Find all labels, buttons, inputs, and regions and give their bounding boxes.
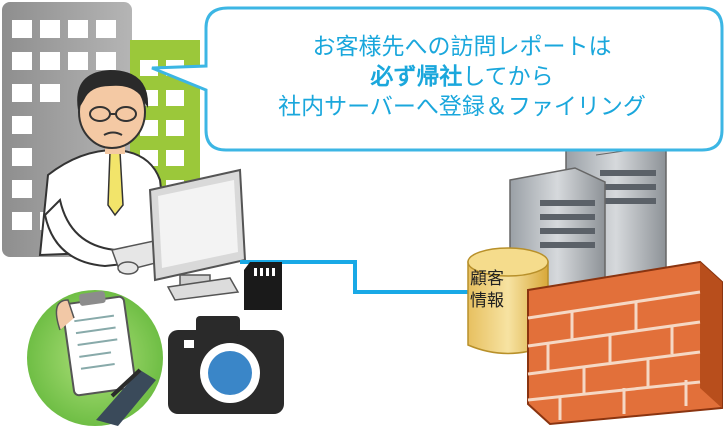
report-clipboard-icon bbox=[27, 290, 163, 426]
bubble-line-3: 社内サーバーへ登録＆ファイリング bbox=[278, 94, 646, 120]
bubble-line-1: お客様先への訪問レポートは bbox=[312, 34, 612, 60]
office-building-gray bbox=[2, 2, 132, 257]
speech-bubble-text: お客様先への訪問レポートは 必ず帰社してから 社内サーバーへ登録＆ファイリング bbox=[222, 32, 702, 122]
bubble-line-2: 必ず帰社してから bbox=[222, 62, 702, 92]
bubble-line-2-rest: してから bbox=[462, 64, 554, 90]
sd-card-icon bbox=[244, 262, 282, 310]
database-label: 顧客 情報 bbox=[470, 268, 530, 312]
firewall-icon bbox=[527, 260, 723, 426]
speech-bubble bbox=[151, 6, 724, 152]
camera-icon bbox=[168, 316, 284, 414]
computer-monitor bbox=[148, 168, 247, 301]
database-label-line-1: 顧客 bbox=[470, 269, 504, 289]
office-worker bbox=[38, 70, 170, 268]
database-label-line-2: 情報 bbox=[470, 291, 504, 311]
network-cable bbox=[240, 260, 490, 294]
bubble-emphasis: 必ず帰社 bbox=[370, 64, 463, 90]
